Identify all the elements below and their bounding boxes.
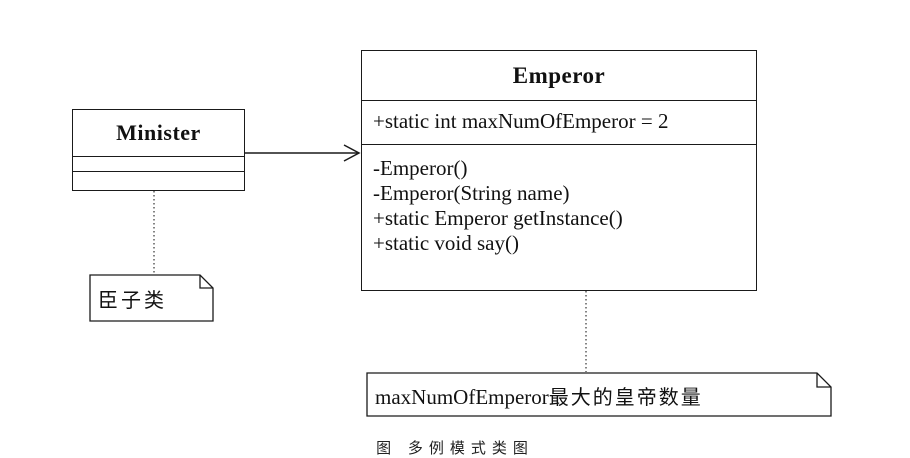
note-emperor-cjk: 最大的皇帝数量 [548, 385, 703, 409]
operation-constructor-with-name: -Emperor(String name) [373, 181, 570, 205]
class-name-emperor: Emperor [512, 63, 606, 88]
attribute-max-num-of-emperor: +static int maxNumOfEmperor = 2 [373, 109, 669, 133]
association-arrowhead [343, 144, 361, 162]
note-minister: 臣子类 [89, 274, 214, 322]
note-emperor: maxNumOfEmperor最大的皇帝数量 [366, 372, 832, 417]
operation-say: +static void say() [373, 231, 519, 255]
class-minister: Minister [72, 109, 245, 191]
operations-minister [73, 171, 244, 187]
figure-caption: 图 多例模式类图 [376, 439, 534, 457]
operation-constructor: -Emperor() [373, 156, 468, 180]
class-name-minister: Minister [116, 120, 201, 145]
attributes-minister [73, 156, 244, 171]
class-emperor: Emperor +static int maxNumOfEmperor = 2 … [361, 50, 757, 291]
note-emperor-latin: maxNumOfEmperor [375, 385, 549, 409]
note-minister-text: 臣子类 [98, 288, 167, 312]
note-shape [366, 372, 832, 417]
operation-get-instance: +static Emperor getInstance() [373, 206, 623, 230]
note-emperor-text: maxNumOfEmperor最大的皇帝数量 [375, 381, 703, 410]
note-shape [89, 274, 214, 322]
attributes-emperor: +static int maxNumOfEmperor = 2 [362, 100, 756, 144]
operations-emperor: -Emperor() -Emperor(String name) +static… [362, 144, 756, 256]
